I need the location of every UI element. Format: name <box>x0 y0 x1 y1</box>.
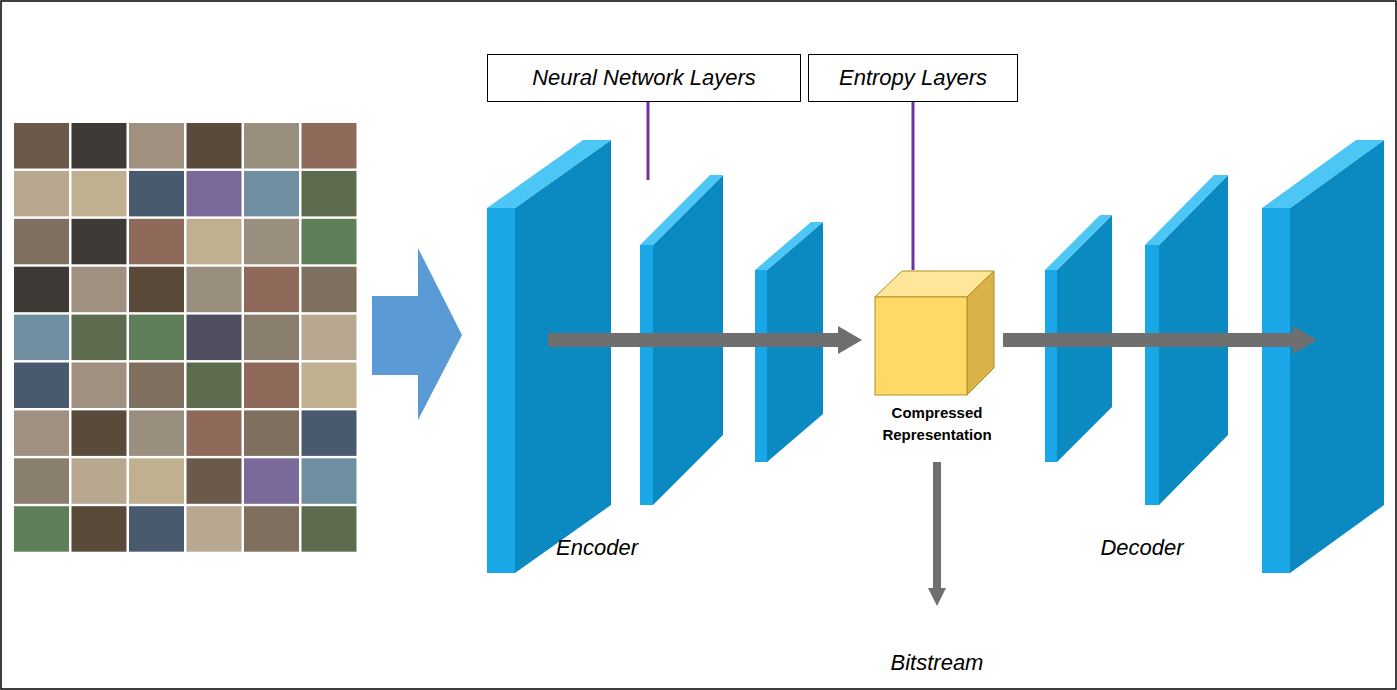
image-thumb <box>129 315 184 361</box>
image-thumb <box>187 123 242 169</box>
image-thumb <box>14 219 69 264</box>
image-thumb <box>14 123 69 169</box>
image-thumb <box>244 123 299 169</box>
cube-shape <box>862 270 1012 396</box>
image-thumb <box>72 410 127 456</box>
image-thumb <box>302 363 357 409</box>
image-thumb <box>72 458 127 504</box>
image-thumb <box>302 123 357 169</box>
image-thumb <box>187 315 242 361</box>
callout-text: Neural Network Layers <box>532 65 756 91</box>
image-thumb <box>72 219 127 264</box>
image-thumb <box>72 123 127 169</box>
image-thumb <box>302 410 357 456</box>
layer-slab <box>1262 140 1384 573</box>
image-thumb <box>14 267 69 313</box>
image-thumb <box>244 458 299 504</box>
node-caption: Compressed Representation <box>862 402 1012 446</box>
image-thumb <box>244 410 299 456</box>
image-thumb <box>72 171 127 217</box>
input-arrow <box>372 248 462 420</box>
image-thumb <box>72 363 127 409</box>
image-thumb <box>72 267 127 313</box>
image-thumb <box>187 219 242 264</box>
image-thumb <box>302 219 357 264</box>
image-thumb <box>244 506 299 552</box>
image-thumb <box>302 267 357 313</box>
image-thumb <box>244 363 299 409</box>
section-label: Encoder <box>556 535 638 561</box>
image-thumb <box>244 219 299 264</box>
image-thumb <box>302 315 357 361</box>
image-thumb <box>14 171 69 217</box>
image-thumb <box>129 171 184 217</box>
image-thumb <box>14 363 69 409</box>
layer-callout-box: Neural Network Layers <box>487 54 801 102</box>
output-label: Bitstream <box>891 650 984 676</box>
image-thumb <box>244 315 299 361</box>
image-thumb <box>187 410 242 456</box>
image-thumb <box>187 171 242 217</box>
image-thumb <box>244 267 299 313</box>
image-thumb <box>129 410 184 456</box>
leader-line <box>647 102 650 180</box>
image-thumb <box>14 458 69 504</box>
layer-slab <box>487 140 611 573</box>
image-thumb <box>129 267 184 313</box>
image-thumb <box>302 506 357 552</box>
leader-line <box>912 102 915 270</box>
image-thumb <box>14 315 69 361</box>
image-thumb <box>187 267 242 313</box>
image-thumb <box>72 506 127 552</box>
image-grid <box>14 123 357 552</box>
image-thumb <box>72 315 127 361</box>
image-thumb <box>187 363 242 409</box>
image-thumb <box>129 458 184 504</box>
image-thumb <box>302 171 357 217</box>
section-label: Decoder <box>1100 535 1183 561</box>
image-thumb <box>244 171 299 217</box>
image-thumb <box>302 458 357 504</box>
compressed-cube: Compressed Representation <box>862 270 1012 446</box>
image-thumb <box>187 458 242 504</box>
image-thumb <box>129 123 184 169</box>
image-thumb <box>187 506 242 552</box>
image-thumb <box>14 410 69 456</box>
layer-callout-box: Entropy Layers <box>808 54 1018 102</box>
callout-text: Entropy Layers <box>839 65 987 91</box>
image-thumb <box>129 506 184 552</box>
image-thumb <box>129 219 184 264</box>
image-thumb <box>14 506 69 552</box>
image-thumb <box>129 363 184 409</box>
